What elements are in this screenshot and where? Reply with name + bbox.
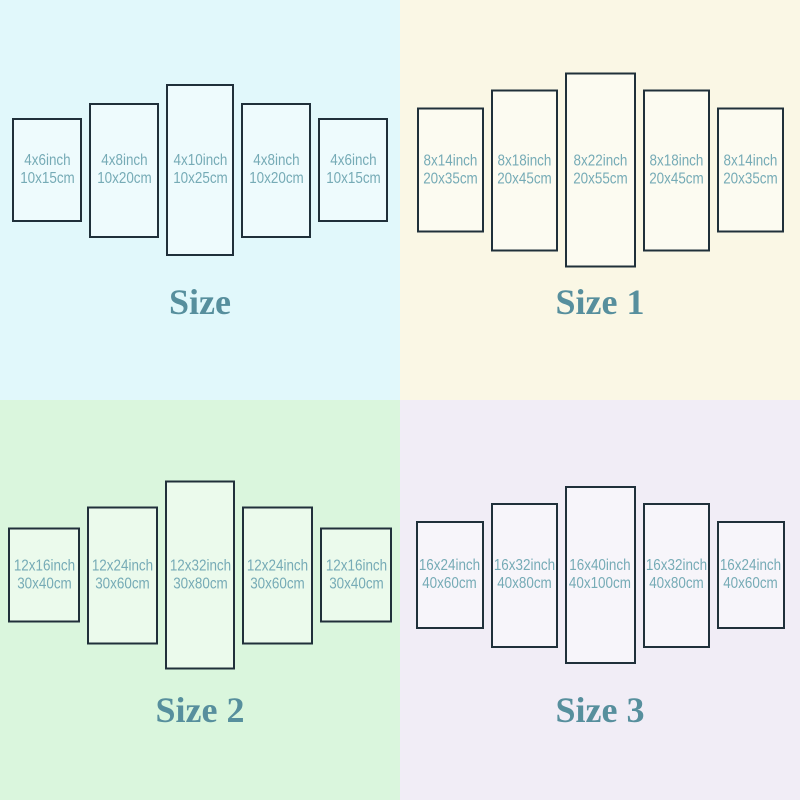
- canvas-panel: 8x22inch 20x55cm: [564, 72, 636, 268]
- size-group-title: Size 2: [155, 690, 245, 730]
- panel-inch-size: 16x24inch: [418, 557, 481, 574]
- panel-cm-size: 10x25cm: [172, 170, 228, 187]
- panel-size-label: 4x8inch 10x20cm: [249, 152, 304, 188]
- panel-size-label: 8x18inch 20x45cm: [649, 152, 704, 188]
- canvas-panel-row: 16x24inch 40x60cm 16x32inch 40x80cm 16x4…: [400, 486, 800, 664]
- panel-size-label: 12x24inch 30x60cm: [247, 557, 308, 593]
- panel-inch-size: 4x8inch: [100, 152, 148, 169]
- panel-size-label: 16x40inch 40x100cm: [569, 557, 631, 593]
- canvas-panel: 12x16inch 30x40cm: [8, 527, 80, 623]
- panel-cm-size: 30x80cm: [172, 575, 228, 592]
- canvas-panel: 4x10inch 10x25cm: [166, 84, 234, 256]
- panel-size-label: 12x32inch 30x80cm: [169, 557, 230, 593]
- canvas-panel: 8x18inch 20x45cm: [490, 89, 558, 251]
- canvas-panel: 16x24inch 40x60cm: [716, 521, 785, 629]
- canvas-panel: 8x14inch 20x35cm: [416, 107, 484, 233]
- canvas-panel: 4x6inch 10x15cm: [318, 118, 388, 222]
- panel-size-label: 16x32inch 40x80cm: [645, 557, 706, 593]
- panel-cm-size: 10x15cm: [325, 170, 381, 187]
- panel-size-label: 8x14inch 20x35cm: [423, 152, 478, 188]
- panel-cm-size: 20x45cm: [496, 170, 552, 187]
- panel-cm-size: 40x60cm: [422, 575, 477, 592]
- panel-cm-size: 20x35cm: [422, 170, 478, 187]
- size-group-title: Size 3: [555, 690, 645, 730]
- panel-inch-size: 8x14inch: [723, 152, 777, 169]
- canvas-panel: 16x24inch 40x60cm: [415, 521, 484, 629]
- canvas-panel: 8x18inch 20x45cm: [642, 89, 710, 251]
- panel-size-label: 8x18inch 20x45cm: [497, 152, 552, 188]
- panel-size-label: 8x14inch 20x35cm: [723, 152, 778, 188]
- canvas-panel: 12x32inch 30x80cm: [165, 480, 235, 670]
- panel-inch-size: 12x24inch: [246, 557, 309, 574]
- size-chart-quadrant-size: 4x6inch 10x15cm 4x8inch 10x20cm 4x10inch…: [0, 0, 400, 400]
- canvas-panel: 4x6inch 10x15cm: [12, 118, 82, 222]
- size-group-title: Size 1: [555, 282, 645, 322]
- panel-size-label: 4x6inch 10x15cm: [20, 152, 75, 188]
- panel-cm-size: 30x60cm: [250, 575, 305, 592]
- panel-cm-size: 40x100cm: [569, 575, 632, 592]
- size-chart-quadrant-size-3: 16x24inch 40x60cm 16x32inch 40x80cm 16x4…: [400, 400, 800, 800]
- panel-inch-size: 4x6inch: [23, 152, 71, 169]
- panel-cm-size: 10x20cm: [96, 170, 152, 187]
- panel-inch-size: 4x10inch: [173, 152, 227, 169]
- panel-inch-size: 16x40inch: [569, 557, 631, 574]
- canvas-panel: 16x40inch 40x100cm: [564, 486, 636, 664]
- panel-inch-size: 16x32inch: [645, 557, 707, 574]
- panel-cm-size: 30x40cm: [328, 575, 384, 592]
- panel-cm-size: 40x60cm: [723, 575, 778, 592]
- canvas-panel: 8x14inch 20x35cm: [716, 107, 784, 233]
- panel-inch-size: 8x18inch: [649, 152, 703, 169]
- panel-inch-size: 4x6inch: [329, 152, 377, 169]
- panel-size-label: 8x22inch 20x55cm: [573, 152, 628, 188]
- panel-cm-size: 20x35cm: [722, 170, 778, 187]
- size-group-title: Size: [169, 282, 231, 322]
- panel-size-label: 16x32inch 40x80cm: [493, 557, 554, 593]
- panel-size-label: 4x10inch 10x25cm: [173, 152, 228, 188]
- size-chart-quadrant-size-2: 12x16inch 30x40cm 12x24inch 30x60cm 12x3…: [0, 400, 400, 800]
- panel-size-label: 4x6inch 10x15cm: [326, 152, 381, 188]
- size-chart-quadrant-size-1: 8x14inch 20x35cm 8x18inch 20x45cm 8x22in…: [400, 0, 800, 400]
- canvas-panel-row: 4x6inch 10x15cm 4x8inch 10x20cm 4x10inch…: [0, 84, 400, 256]
- canvas-panel: 4x8inch 10x20cm: [241, 102, 311, 238]
- panel-inch-size: 8x14inch: [423, 152, 477, 169]
- panel-size-label: 16x24inch 40x60cm: [720, 557, 781, 593]
- canvas-panel: 4x8inch 10x20cm: [89, 102, 159, 238]
- panel-inch-size: 8x18inch: [497, 152, 551, 169]
- canvas-panel: 12x24inch 30x60cm: [242, 506, 313, 644]
- panel-size-label: 16x24inch 40x60cm: [419, 557, 480, 593]
- panel-inch-size: 16x24inch: [719, 557, 782, 574]
- canvas-panel: 12x16inch 30x40cm: [320, 527, 392, 623]
- panel-inch-size: 16x32inch: [493, 557, 555, 574]
- panel-inch-size: 8x22inch: [573, 152, 627, 169]
- panel-cm-size: 10x20cm: [248, 170, 304, 187]
- canvas-panel: 16x32inch 40x80cm: [642, 502, 710, 648]
- panel-size-label: 12x24inch 30x60cm: [92, 557, 153, 593]
- panel-cm-size: 20x55cm: [572, 170, 628, 187]
- panel-size-label: 12x16inch 30x40cm: [13, 557, 74, 593]
- panel-cm-size: 40x80cm: [648, 575, 704, 592]
- canvas-panel: 12x24inch 30x60cm: [87, 506, 158, 644]
- panel-inch-size: 12x16inch: [325, 557, 387, 574]
- panel-size-label: 4x8inch 10x20cm: [97, 152, 152, 188]
- canvas-panel-row: 8x14inch 20x35cm 8x18inch 20x45cm 8x22in…: [400, 72, 800, 268]
- panel-inch-size: 12x16inch: [13, 557, 75, 574]
- panel-size-label: 12x16inch 30x40cm: [325, 557, 386, 593]
- canvas-panel-row: 12x16inch 30x40cm 12x24inch 30x60cm 12x3…: [0, 480, 400, 670]
- panel-inch-size: 12x24inch: [91, 557, 154, 574]
- panel-cm-size: 40x80cm: [496, 575, 552, 592]
- panel-cm-size: 20x45cm: [648, 170, 704, 187]
- panel-inch-size: 4x8inch: [252, 152, 300, 169]
- panel-cm-size: 10x15cm: [19, 170, 75, 187]
- canvas-panel: 16x32inch 40x80cm: [490, 502, 558, 648]
- panel-cm-size: 30x40cm: [16, 575, 72, 592]
- panel-inch-size: 12x32inch: [169, 557, 231, 574]
- panel-cm-size: 30x60cm: [95, 575, 150, 592]
